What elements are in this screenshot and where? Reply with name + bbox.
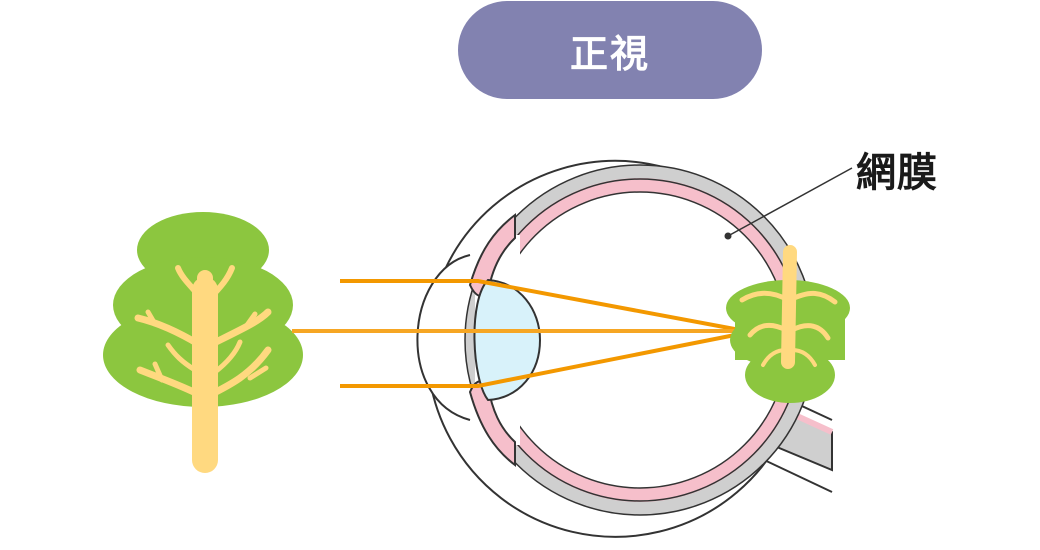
retina-image-trunk bbox=[739, 245, 838, 369]
iris bbox=[468, 212, 516, 468]
retina-image-tree bbox=[726, 245, 850, 403]
title-badge: 正視 bbox=[458, 1, 762, 99]
light-rays bbox=[292, 279, 741, 388]
retina-label: 網膜 bbox=[856, 150, 938, 196]
object-tree-trunk bbox=[134, 265, 272, 473]
object-tree bbox=[103, 212, 303, 473]
light-ray-top bbox=[340, 279, 741, 332]
light-ray-bottom bbox=[340, 332, 741, 388]
retina-pointer bbox=[724, 167, 853, 240]
title-text: 正視 bbox=[569, 31, 650, 76]
